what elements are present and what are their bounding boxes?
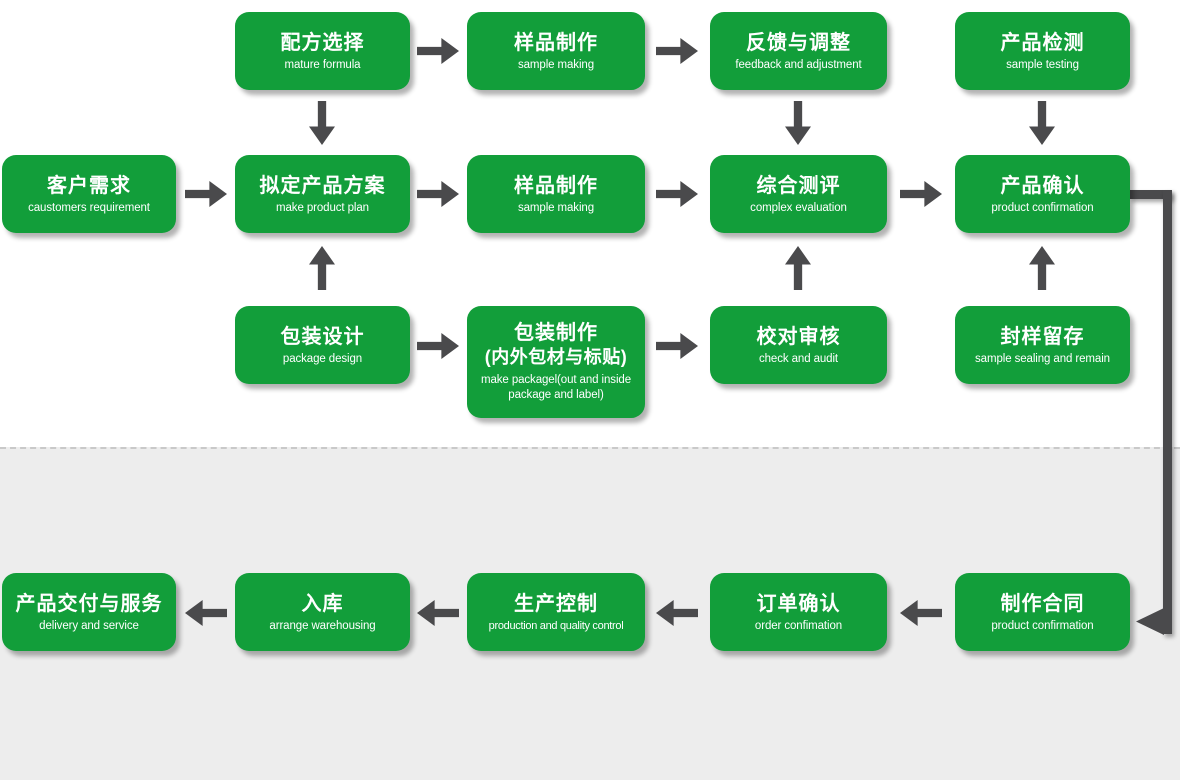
arrow-down-icon <box>1029 101 1055 145</box>
node-subtitle-en: check and audit <box>758 353 839 365</box>
node-delivery-service: 产品交付与服务 delivery and service <box>2 573 176 651</box>
node-title-zh: 反馈与调整 <box>746 32 851 54</box>
node-sample-testing: 产品检测 sample testing <box>955 12 1130 90</box>
node-product-confirmation: 产品确认 product confirmation <box>955 155 1130 233</box>
node-title-zh-line2: (内外包材与标贴) <box>484 347 628 368</box>
node-sample-making-top: 样品制作 sample making <box>467 12 645 90</box>
node-subtitle-en: make packagel(out and inside package and… <box>481 373 631 401</box>
arrow-right-icon <box>417 181 459 207</box>
arrow-up-icon <box>1029 246 1055 290</box>
node-title-zh: 客户需求 <box>47 175 131 197</box>
node-title-zh: 包装设计 <box>280 326 365 348</box>
node-title-zh: 拟定产品方案 <box>259 175 386 197</box>
node-make-contract: 制作合同 product confirmation <box>955 573 1130 651</box>
node-subtitle-en: sample making <box>517 59 595 71</box>
arrow-right-icon <box>656 181 698 207</box>
arrow-right-icon <box>656 333 698 359</box>
arrow-down-icon <box>309 101 335 145</box>
node-customer-requirement: 客户需求 caustomers requirement <box>2 155 176 233</box>
node-title-zh: 产品检测 <box>1000 32 1085 54</box>
node-subtitle-en: delivery and service <box>39 620 139 632</box>
loop-connector-vertical <box>1163 190 1172 634</box>
node-subtitle-en: complex evaluation <box>750 202 847 214</box>
node-title-zh: 样品制作 <box>514 32 598 54</box>
node-subtitle-en: feedback and adjustment <box>735 59 862 71</box>
node-subtitle-en: order confimation <box>754 620 843 632</box>
node-title-zh: 订单确认 <box>756 593 841 615</box>
arrow-right-icon <box>417 38 459 64</box>
node-make-product-plan: 拟定产品方案 make product plan <box>235 155 410 233</box>
arrow-right-icon <box>185 181 227 207</box>
node-sample-making-mid: 样品制作 sample making <box>467 155 645 233</box>
node-subtitle-en: make product plan <box>276 202 369 214</box>
node-title-zh: 生产控制 <box>514 593 598 615</box>
node-title-zh: 产品交付与服务 <box>15 593 163 615</box>
node-check-audit: 校对审核 check and audit <box>710 306 887 384</box>
node-title-zh: 样品制作 <box>514 175 598 197</box>
arrow-right-icon <box>417 333 459 359</box>
node-subtitle-en: package design <box>282 353 363 365</box>
node-subtitle-en: sample testing <box>1006 59 1079 71</box>
node-mature-formula: 配方选择 mature formula <box>235 12 410 90</box>
node-sample-sealing: 封样留存 sample sealing and remain <box>955 306 1130 384</box>
arrow-right-icon <box>656 38 698 64</box>
node-title-zh: 封样留存 <box>1000 326 1085 348</box>
node-subtitle-en: product confirmation <box>991 620 1094 632</box>
node-title-zh: 入库 <box>301 593 344 615</box>
node-subtitle-en: arrange warehousing <box>269 620 376 632</box>
node-production-control: 生产控制 production and quality control <box>467 573 645 651</box>
node-feedback-adjustment: 反馈与调整 feedback and adjustment <box>710 12 887 90</box>
node-title-zh: 包装制作 <box>514 322 598 345</box>
node-title-zh: 综合测评 <box>756 175 841 197</box>
arrow-down-icon <box>785 101 811 145</box>
node-complex-evaluation: 综合测评 complex evaluation <box>710 155 887 233</box>
node-title-zh: 产品确认 <box>1000 175 1085 197</box>
node-title-zh: 配方选择 <box>280 32 365 54</box>
arrow-right-icon <box>900 181 942 207</box>
node-title-zh: 校对审核 <box>756 326 841 348</box>
node-subtitle-en: caustomers requirement <box>28 202 150 214</box>
node-subtitle-en: sample making <box>517 202 595 214</box>
node-warehousing: 入库 arrange warehousing <box>235 573 410 651</box>
node-subtitle-en: product confirmation <box>991 202 1094 214</box>
node-subtitle-en: sample sealing and remain <box>975 353 1110 365</box>
node-subtitle-en: mature formula <box>284 59 361 71</box>
loop-connector-horizontal <box>1130 190 1172 199</box>
node-order-confirmation: 订单确认 order confimation <box>710 573 887 651</box>
node-title-zh: 制作合同 <box>1000 593 1085 615</box>
node-package-design: 包装设计 package design <box>235 306 410 384</box>
arrow-up-icon <box>309 246 335 290</box>
node-package-making: 包装制作 (内外包材与标贴) make packagel(out and ins… <box>467 306 645 418</box>
node-subtitle-en: production and quality control <box>488 620 624 632</box>
arrow-up-icon <box>785 246 811 290</box>
